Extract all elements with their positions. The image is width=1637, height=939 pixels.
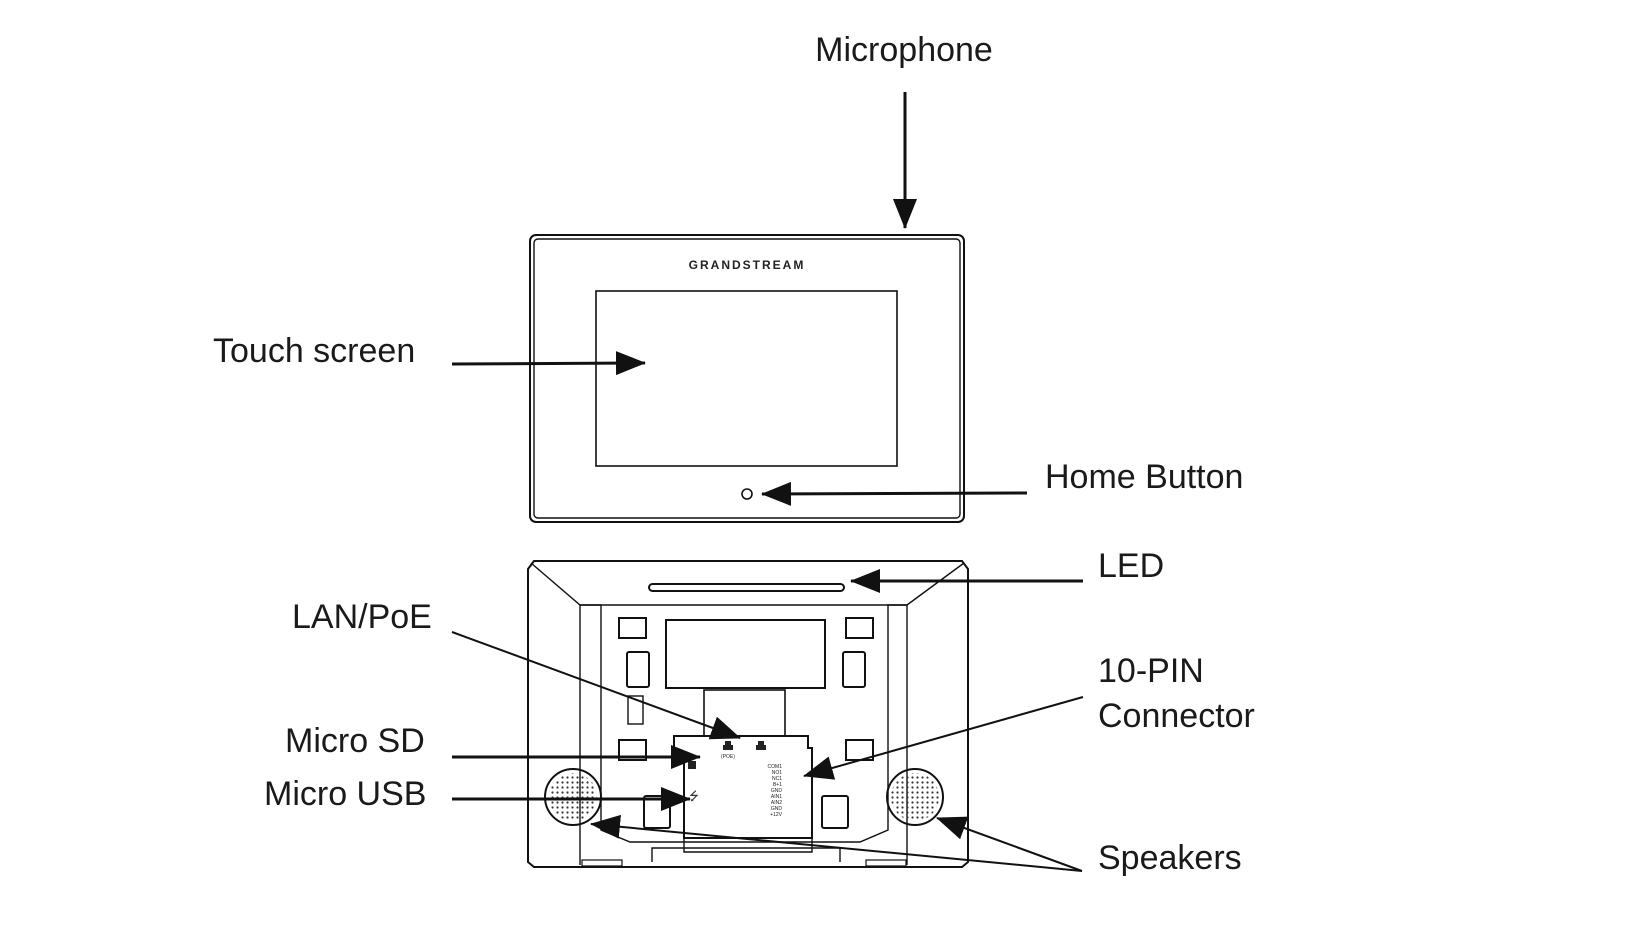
- pin-label: GND: [771, 788, 783, 794]
- micro-sd-slot[interactable]: [688, 761, 696, 769]
- back-bevel-top: [530, 562, 965, 606]
- speaker-left: [544, 768, 602, 826]
- mount-slot: [618, 617, 647, 639]
- front-body-inner-outline: [533, 238, 961, 519]
- callout-arrows: [451, 92, 1084, 872]
- pin-connector-label-line2: Connector: [1098, 697, 1255, 735]
- touch-screen-label: Touch screen: [213, 332, 415, 370]
- microphone-label: Microphone: [815, 31, 993, 69]
- led-label: LED: [1098, 547, 1164, 585]
- led-strip: [648, 583, 845, 592]
- usb-icon: ⭍: [689, 789, 699, 803]
- lan-poe-arrow: [451, 631, 741, 740]
- lan-poe-label: LAN/PoE: [292, 598, 432, 636]
- speakers-arrow-left: [590, 814, 1083, 872]
- pin-connector-labels: COM1 NO1 NC1 B+1 GND AIN1 AIN2 GND +12V: [768, 764, 783, 818]
- home-button-label: Home Button: [1045, 458, 1243, 496]
- home-button-arrow: [761, 481, 1028, 506]
- brand-logo: GRANDSTREAM: [689, 258, 806, 272]
- rear-upper-block: [665, 619, 826, 689]
- poe-port-label: (POE): [721, 754, 735, 760]
- mount-slot: [618, 739, 647, 761]
- back-recess-outline: [580, 604, 907, 843]
- pin-connector-arrow: [803, 696, 1084, 780]
- speaker-right: [886, 768, 944, 826]
- mount-hole: [626, 651, 650, 688]
- port-panel: [673, 735, 813, 839]
- mount-slot: [627, 695, 644, 725]
- touch-screen-arrow: [451, 351, 646, 376]
- pin-label: NC1: [772, 776, 782, 782]
- pin-label: AIN1: [771, 794, 782, 800]
- pin-label: B+1: [773, 782, 782, 788]
- mount-slot: [845, 617, 874, 639]
- pin-label: GND: [771, 806, 783, 812]
- home-button[interactable]: [741, 488, 753, 500]
- mount-hole: [821, 795, 849, 829]
- callout-labels: Microphone Touch screen Home Button LED …: [213, 31, 1255, 877]
- pin-label: AIN2: [771, 800, 782, 806]
- lan-port[interactable]: [756, 741, 766, 750]
- touch-screen[interactable]: [595, 290, 898, 467]
- mount-hole: [643, 795, 671, 829]
- micro-usb-label: Micro USB: [264, 775, 426, 813]
- speakers-label: Speakers: [1098, 839, 1242, 877]
- rubber-foot: [581, 859, 623, 867]
- pin-connector-label-line1: 10-PIN: [1098, 652, 1204, 690]
- pin-label: +12V: [770, 812, 782, 818]
- stand-foot: [651, 847, 841, 862]
- lan-poe-port[interactable]: [723, 741, 733, 750]
- speakers-arrow-right: [936, 816, 1083, 872]
- micro-sd-label: Micro SD: [285, 722, 425, 760]
- mount-hole: [842, 651, 866, 688]
- pin-label: COM1: [768, 764, 783, 770]
- back-recess-sides: [579, 605, 908, 865]
- front-body-outline: [529, 234, 965, 523]
- rubber-foot: [865, 859, 907, 867]
- port-panel-base: [683, 838, 813, 853]
- device-back-view: (POE) ⭍ COM1 NO1 NC1 B+1 GND AIN1 AIN2 G…: [527, 560, 969, 868]
- device-front-view: GRANDSTREAM: [529, 234, 965, 523]
- pin-label: NO1: [772, 770, 783, 776]
